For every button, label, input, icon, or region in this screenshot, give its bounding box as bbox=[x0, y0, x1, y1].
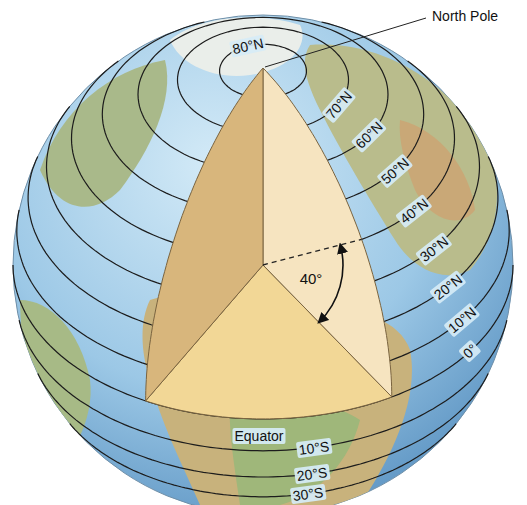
latitude-lines bbox=[13, 17, 513, 496]
dashed-radius bbox=[263, 239, 362, 265]
north-pole-label: North Pole bbox=[430, 8, 500, 24]
latitude-line bbox=[70, 424, 456, 497]
land bbox=[20, 300, 91, 480]
meridian-face-left bbox=[146, 68, 263, 401]
land bbox=[40, 60, 167, 207]
latitude-line bbox=[13, 265, 513, 419]
angle-label: 40° bbox=[298, 270, 325, 287]
wedge-cutaway bbox=[146, 68, 392, 419]
meridian-face-right bbox=[263, 68, 392, 397]
continents bbox=[20, 17, 497, 505]
leader-line bbox=[265, 18, 426, 67]
globe-ocean bbox=[13, 15, 513, 505]
equator-label: Equator bbox=[232, 428, 285, 444]
